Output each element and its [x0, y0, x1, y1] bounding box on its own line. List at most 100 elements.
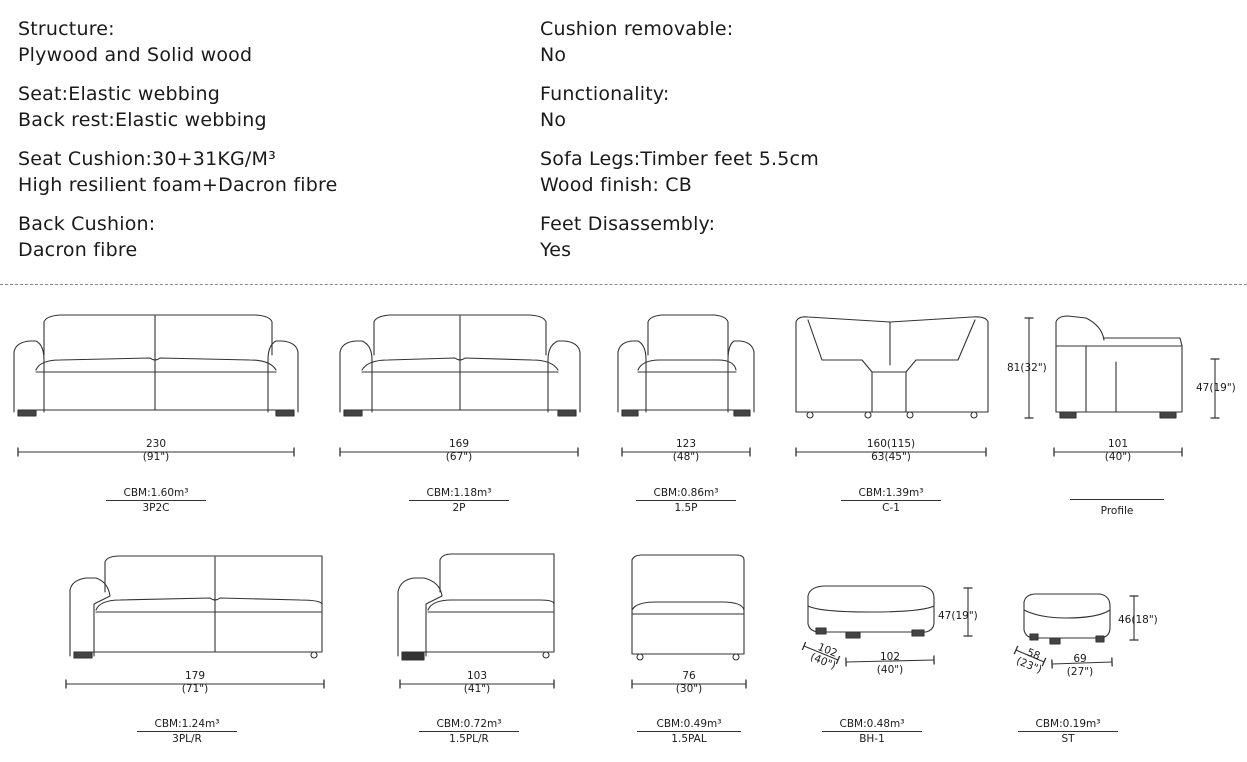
- caption-bh1: CBM:0.48m³ BH-1: [822, 717, 922, 746]
- back-cushion-value: Dacron fibre: [18, 239, 138, 261]
- st-width: 69 (27"): [1050, 653, 1110, 679]
- width-cm: 102: [879, 651, 901, 663]
- spec-sofa-legs: Sofa Legs:Timber feet 5.5cm Wood finish:…: [540, 146, 819, 198]
- cbm-value: CBM:1.24m³: [137, 717, 237, 732]
- structure-label: Structure:: [18, 18, 115, 40]
- sofa-3plr-drawing: [69, 555, 323, 659]
- dim-2p: 169 (67"): [419, 438, 499, 464]
- chair-1-5p-drawing: [617, 314, 755, 417]
- spec-back-cushion: Back Cushion: Dacron fibre: [18, 211, 155, 263]
- cbm-value: CBM:0.48m³: [822, 717, 922, 732]
- cbm-value: CBM:0.49m³: [637, 717, 741, 732]
- width-in: (30"): [675, 683, 703, 695]
- spec-structure: Structure: Plywood and Solid wood: [18, 16, 252, 68]
- caption-profile: Profile: [1070, 486, 1164, 518]
- width-cm: 76: [682, 670, 696, 682]
- width-cm: 179: [184, 670, 206, 682]
- caption-15plr: CBM:0.72m³ 1.5PL/R: [419, 717, 519, 746]
- width-in: (41"): [463, 683, 491, 695]
- caption-15pal: CBM:0.49m³ 1.5PAL: [637, 717, 741, 746]
- cbm-value: CBM:1.39m³: [841, 486, 941, 501]
- wood-finish-text: Wood finish: CB: [540, 174, 692, 196]
- dim-c1: 160(115) 63(45"): [851, 438, 931, 464]
- spec-cushion-removable: Cushion removable: No: [540, 16, 733, 68]
- dim-1-5p: 123 (48"): [646, 438, 726, 464]
- model-code: ST: [1061, 733, 1075, 745]
- cbm-value: [1070, 486, 1164, 500]
- width-in: 63(45"): [871, 451, 911, 463]
- feet-disassembly-value: Yes: [540, 239, 572, 261]
- sofa-2p-drawing: [339, 314, 581, 417]
- width-in: (40"): [876, 664, 904, 676]
- chair-15pal-drawing: [631, 554, 745, 661]
- width-cm: 169: [448, 438, 470, 450]
- seat-cushion-text: Seat Cushion:30+31KG/M³: [18, 148, 276, 170]
- model-code: 3PL/R: [172, 733, 202, 745]
- width-cm: 160(115): [866, 438, 916, 450]
- width-cm: 123: [675, 438, 697, 450]
- width-in: (91"): [142, 451, 170, 463]
- spec-seat: Seat:Elastic webbing Back rest:Elastic w…: [18, 81, 267, 133]
- caption-1-5p: CBM:0.86m³ 1.5P: [636, 486, 736, 515]
- dim-3plr: 179 (71"): [155, 670, 235, 696]
- spec-feet-disassembly: Feet Disassembly: Yes: [540, 211, 715, 263]
- cbm-value: CBM:0.19m³: [1018, 717, 1118, 732]
- width-in: (48"): [672, 451, 700, 463]
- width-in: (67"): [445, 451, 473, 463]
- model-code: C-1: [882, 502, 900, 514]
- caption-3plr: CBM:1.24m³ 3PL/R: [137, 717, 237, 746]
- caption-c1: CBM:1.39m³ C-1: [841, 486, 941, 515]
- model-code: 1.5PL/R: [449, 733, 489, 745]
- sofa-legs-text: Sofa Legs:Timber feet 5.5cm: [540, 148, 819, 170]
- model-code: Profile: [1100, 505, 1134, 517]
- sofa-3p2c-drawing: [13, 314, 299, 417]
- cbm-value: CBM:1.60m³: [106, 486, 206, 501]
- model-code: 1.5PAL: [671, 733, 707, 745]
- profile-drawing: [1029, 315, 1215, 418]
- dim-15plr: 103 (41"): [437, 670, 517, 696]
- cbm-value: CBM:0.86m³: [636, 486, 736, 501]
- width-cm: 101: [1107, 438, 1129, 450]
- width-dimension-lines: [18, 452, 1182, 684]
- caption-2p: CBM:1.18m³ 2P: [409, 486, 509, 515]
- width-in: (27"): [1066, 666, 1094, 678]
- width-cm: 230: [145, 438, 167, 450]
- caption-st: CBM:0.19m³ ST: [1018, 717, 1118, 746]
- model-code: 2P: [452, 502, 466, 514]
- profile-height-total: 81(32"): [1007, 362, 1047, 374]
- seat-cushion-value: High resilient foam+Dacron fibre: [18, 174, 338, 196]
- back-cushion-label: Back Cushion:: [18, 213, 156, 235]
- bh1-height: 47(19"): [938, 610, 978, 622]
- width-in: (71"): [181, 683, 209, 695]
- profile-seat-height: 47(19"): [1196, 382, 1236, 394]
- cushion-removable-value: No: [540, 44, 567, 66]
- dim-3p2c: 230 (91"): [116, 438, 196, 464]
- width-cm: 103: [466, 670, 488, 682]
- model-code: BH-1: [859, 733, 885, 745]
- ottoman-bh1-drawing: [804, 585, 968, 662]
- seat-text: Seat:Elastic webbing: [18, 83, 221, 105]
- model-code: 3P2C: [142, 502, 170, 514]
- cushion-removable-label: Cushion removable:: [540, 18, 734, 40]
- dim-profile: 101 (40"): [1078, 438, 1158, 464]
- sofa-15plr-drawing: [397, 553, 555, 661]
- dashed-divider: [0, 284, 1247, 285]
- functionality-value: No: [540, 109, 567, 131]
- caption-3p2c: CBM:1.60m³ 3P2C: [106, 486, 206, 515]
- st-height: 46(18"): [1118, 614, 1158, 626]
- functionality-label: Functionality:: [540, 83, 670, 105]
- feet-disassembly-label: Feet Disassembly:: [540, 213, 716, 235]
- back-rest-text: Back rest:Elastic webbing: [18, 109, 267, 131]
- width-cm: 69: [1073, 653, 1087, 665]
- cbm-value: CBM:1.18m³: [409, 486, 509, 501]
- cbm-value: CBM:0.72m³: [419, 717, 519, 732]
- structure-value: Plywood and Solid wood: [18, 44, 253, 66]
- spec-functionality: Functionality: No: [540, 81, 670, 133]
- width-in: (40"): [1104, 451, 1132, 463]
- spec-seat-cushion: Seat Cushion:30+31KG/M³ High resilient f…: [18, 146, 337, 198]
- stool-st-drawing: [1016, 593, 1134, 664]
- model-code: 1.5P: [674, 502, 698, 514]
- bh1-width: 102 (40"): [860, 651, 920, 677]
- dim-15pal: 76 (30"): [649, 670, 729, 696]
